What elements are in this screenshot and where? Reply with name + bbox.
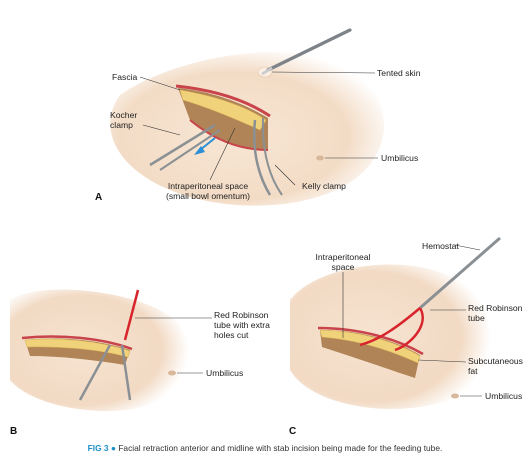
figure-caption: FIG 3 ● Facial retraction anterior and m… xyxy=(0,443,530,453)
panel-c-letter: C xyxy=(289,426,297,437)
label-red-robinson-c-line1: Red Robinson xyxy=(468,303,523,313)
panel-a-umbilicus xyxy=(316,155,324,161)
panel-c-fascia xyxy=(317,326,424,356)
label-subcutaneous-fat: Subcutaneous fat xyxy=(468,356,523,376)
panel-c-incision-cavity xyxy=(320,330,420,378)
label-red-robinson-b-line3: holes cut xyxy=(214,330,249,340)
panel-c-hemostat xyxy=(419,236,501,310)
panel-a-letter: A xyxy=(95,192,103,203)
panel-b-umbilicus xyxy=(168,370,176,376)
label-red-robinson-c: Red Robinson tube xyxy=(468,303,522,323)
caption-bullet: ● xyxy=(110,443,116,453)
panel-b-leader-lines xyxy=(135,317,212,374)
label-kocher-line2: clamp xyxy=(110,120,133,130)
label-fascia: Fascia xyxy=(112,72,138,82)
panel-b-letter: B xyxy=(10,426,18,437)
label-intraperitoneal-line2: (small bowl omentum) xyxy=(165,191,251,201)
panel-a-kocher-clamp xyxy=(149,123,216,167)
panel-c-fat-layer xyxy=(319,329,421,364)
panel-a-fascia-lower xyxy=(189,119,269,151)
label-red-robinson-c-line2: tube xyxy=(468,313,485,323)
label-umbilicus-c: Umbilicus xyxy=(485,391,523,401)
label-intraperitoneal-line1: Intraperitoneal space xyxy=(167,181,249,191)
panel-b-fat-layer xyxy=(24,338,131,358)
panel-a-drawing xyxy=(110,28,384,206)
panel-b-drawing xyxy=(10,289,212,411)
panel-c-skin xyxy=(290,264,492,409)
label-red-robinson-b-line2: tube with extra xyxy=(214,320,270,330)
panel-b-clamp-left xyxy=(78,344,112,401)
label-red-robinson-b-line1: Red Robinson xyxy=(214,310,269,320)
caption-fig-label: FIG 3 xyxy=(87,443,109,453)
panel-a-fat-layer xyxy=(179,89,267,131)
panel-c-drawing xyxy=(290,236,501,409)
panel-a-arrow-head xyxy=(194,146,205,155)
label-subcutaneous-line1: Subcutaneous xyxy=(468,356,523,366)
label-intraperitoneal-space-a: Intraperitoneal space (small bowl omentu… xyxy=(148,181,268,201)
panel-c-umbilicus xyxy=(451,393,459,399)
panel-a-kelly-clamp-jaw xyxy=(261,117,283,196)
panel-c-leader-lines xyxy=(342,244,482,397)
label-kelly-clamp: Kelly clamp xyxy=(302,181,346,191)
panel-a-traction-arrow xyxy=(199,137,216,151)
label-subcutaneous-line2: fat xyxy=(468,366,478,376)
panel-a-scalpel-blade xyxy=(261,66,273,76)
label-kocher-clamp: Kocher clamp xyxy=(110,110,137,130)
label-tented-skin: Tented skin xyxy=(377,68,421,78)
label-umbilicus-b: Umbilicus xyxy=(206,368,244,378)
label-umbilicus-a: Umbilicus xyxy=(381,153,419,163)
panel-b-red-robinson-tube xyxy=(123,289,140,341)
panel-c-red-robinson-tube xyxy=(359,307,424,352)
panel-a-kocher-clamp-jaw xyxy=(159,129,221,171)
label-red-robinson-b: Red Robinson tube with extra holes cut xyxy=(214,310,270,340)
panel-b-clamp-right xyxy=(120,344,132,401)
label-intraperitoneal-c-line2: space xyxy=(331,262,355,272)
panel-a-kelly-clamp xyxy=(253,119,272,196)
label-kocher-line1: Kocher xyxy=(110,110,138,120)
label-hemostat: Hemostat xyxy=(422,241,459,251)
panel-a-fascia xyxy=(175,84,271,118)
panel-a-scalpel-handle xyxy=(266,28,352,72)
label-intraperitoneal-c-line1: Intraperitoneal xyxy=(315,252,371,262)
caption-text: Facial retraction anterior and midline w… xyxy=(118,443,443,453)
panel-a-leader-lines xyxy=(139,71,378,186)
label-intraperitoneal-space-c: Intraperitoneal space xyxy=(303,252,383,272)
